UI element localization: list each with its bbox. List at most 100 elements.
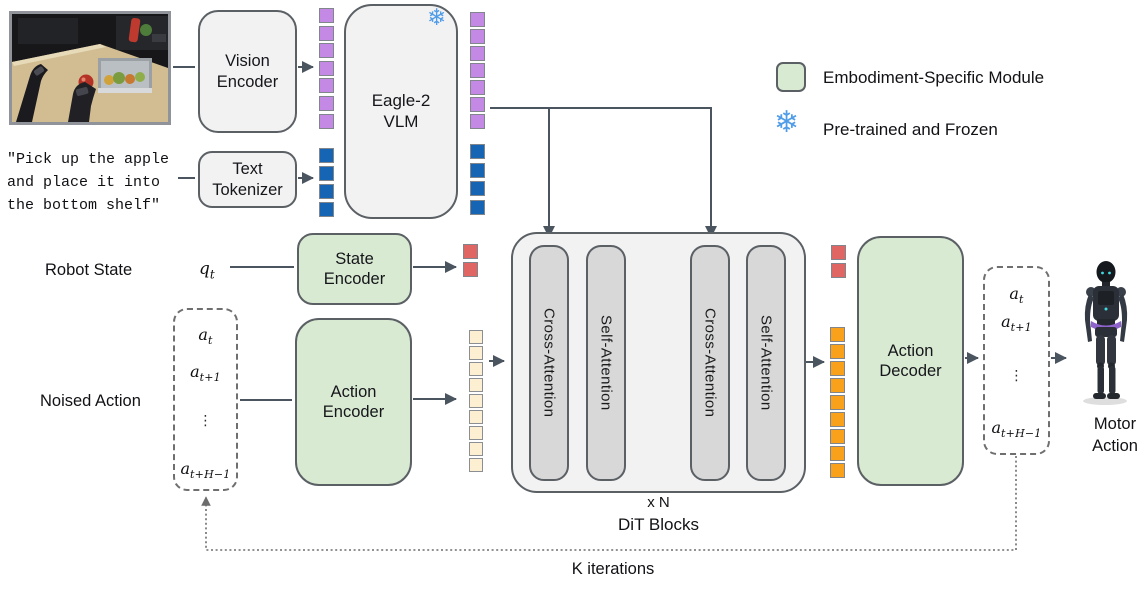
- vision-encoder-label-2: Encoder: [216, 72, 279, 91]
- wire-vlm-to-dit-right: [490, 107, 717, 238]
- text-tokenizer-box: Text Tokenizer: [198, 151, 297, 208]
- state-encoder-box: State Encoder: [297, 233, 412, 305]
- vision-token-column-out: [470, 12, 485, 129]
- dit-blocks-container: Cross-Attention Self-Attention Cross-Att…: [511, 232, 806, 493]
- noised-action-label: Noised Action: [40, 392, 141, 410]
- purple-token: [319, 60, 334, 76]
- purple-token: [470, 97, 485, 112]
- math-a-tH: at+H−1: [991, 418, 1042, 441]
- state-encoder-label-2: Encoder: [323, 270, 386, 288]
- vlm-label-1: Eagle-2: [371, 90, 431, 110]
- self-attention-layer-2: Self-Attention: [746, 245, 786, 481]
- cross-attention-layer-2: Cross-Attention: [690, 245, 730, 481]
- cream-token: [469, 410, 483, 424]
- red-token: [831, 263, 846, 278]
- orange-token: [830, 361, 845, 376]
- motor-action-line-2: Action: [1092, 437, 1138, 456]
- orange-token: [830, 378, 845, 393]
- camera-scene: [12, 14, 168, 122]
- blue-token: [319, 184, 334, 199]
- red-token: [463, 262, 478, 277]
- orange-token: [830, 429, 845, 444]
- dit-repeat-label: x N: [647, 494, 670, 511]
- instruction-line-3: the bottom shelf": [7, 197, 161, 214]
- robot-state-label: Robot State: [45, 261, 133, 279]
- purple-token: [470, 63, 485, 78]
- red-token: [831, 245, 846, 260]
- k-iterations-label: K iterations: [571, 560, 655, 578]
- purple-token: [470, 114, 485, 129]
- orange-token: [830, 395, 845, 410]
- cream-token: [469, 442, 483, 456]
- purple-token: [319, 25, 334, 41]
- orange-token: [830, 327, 845, 342]
- cream-token: [469, 426, 483, 440]
- action-token-column-out: [830, 327, 845, 478]
- action-token-column-in: [469, 330, 483, 472]
- legend-frozen-label: Pre-trained and Frozen: [823, 120, 998, 139]
- orange-token: [830, 446, 845, 461]
- math-a-t1: at+1: [1001, 312, 1032, 335]
- self-attention-label-2: Self-Attention: [757, 315, 775, 411]
- vlm-label-2: VLM: [383, 111, 419, 131]
- purple-token: [319, 113, 334, 129]
- snowflake-icon: ❄: [427, 4, 447, 30]
- orange-token: [830, 344, 845, 359]
- text-tokenizer-label-1: Text: [232, 160, 263, 179]
- text-tokenizer-label-2: Tokenizer: [212, 180, 283, 199]
- cross-attention-layer-1: Cross-Attention: [529, 245, 569, 481]
- snowflake-icon: ❄: [774, 106, 800, 139]
- state-token-column-in: [463, 244, 478, 277]
- motor-action-line-1: Motor: [1093, 415, 1137, 433]
- blue-token: [470, 181, 485, 196]
- cream-token: [469, 346, 483, 360]
- action-encoder-label-1: Action: [330, 382, 377, 401]
- instruction-line-1: "Pick up the apple: [7, 151, 170, 168]
- purple-token: [319, 78, 334, 94]
- cream-token: [469, 394, 483, 408]
- math-q-t: qt: [199, 259, 215, 282]
- vision-encoder-box: Vision Encoder: [198, 10, 297, 133]
- action-encoder-box: Action Encoder: [295, 318, 412, 486]
- cream-token: [469, 362, 483, 376]
- blue-token: [319, 202, 334, 217]
- dit-blocks-caption: DiT Blocks: [618, 515, 699, 534]
- instruction-text: "Pick up the apple and place it into the…: [7, 148, 187, 217]
- blue-token: [470, 199, 485, 215]
- robot-left-arm: [16, 64, 48, 122]
- cream-token: [469, 458, 483, 472]
- motor-action-label: Motor Action: [1078, 413, 1144, 458]
- vertical-dots: ⋮: [1009, 368, 1024, 384]
- action-decoder-box: Action Decoder: [857, 236, 964, 486]
- blue-token: [319, 148, 334, 163]
- humanoid-robot-image: [1072, 258, 1138, 406]
- red-token: [463, 244, 478, 259]
- purple-token: [470, 12, 485, 27]
- purple-token: [319, 43, 334, 59]
- state-token-column-out: [831, 245, 846, 278]
- orange-token: [830, 412, 845, 427]
- blue-token: [319, 166, 334, 181]
- cross-attention-label-2: Cross-Attention: [701, 308, 719, 418]
- action-decoder-label-2: Decoder: [879, 362, 942, 380]
- embodiment-module-swatch: [776, 62, 806, 92]
- action-encoder-label-2: Encoder: [322, 403, 385, 421]
- noised-action-box: at at+1 ⋮ at+H−1: [173, 308, 238, 491]
- text-token-column-out: [470, 144, 485, 215]
- vertical-dots: ⋮: [198, 413, 213, 429]
- fruit-shelf: [98, 58, 152, 93]
- output-action-box: at at+1 ⋮ at+H−1: [983, 266, 1050, 455]
- purple-token: [470, 80, 485, 95]
- legend-embodiment-label: Embodiment-Specific Module: [823, 68, 1045, 87]
- robot-right-arm: [68, 82, 96, 122]
- instruction-line-2: and place it into: [7, 174, 161, 191]
- orange-token: [830, 463, 845, 478]
- math-a-tH: at+H−1: [180, 459, 231, 482]
- text-token-column-in: [319, 148, 334, 217]
- cream-token: [469, 330, 483, 344]
- self-attention-layer-1: Self-Attention: [586, 245, 626, 481]
- cream-token: [469, 378, 483, 392]
- self-attention-label-1: Self-Attention: [597, 315, 615, 411]
- state-encoder-label-1: State: [335, 249, 374, 268]
